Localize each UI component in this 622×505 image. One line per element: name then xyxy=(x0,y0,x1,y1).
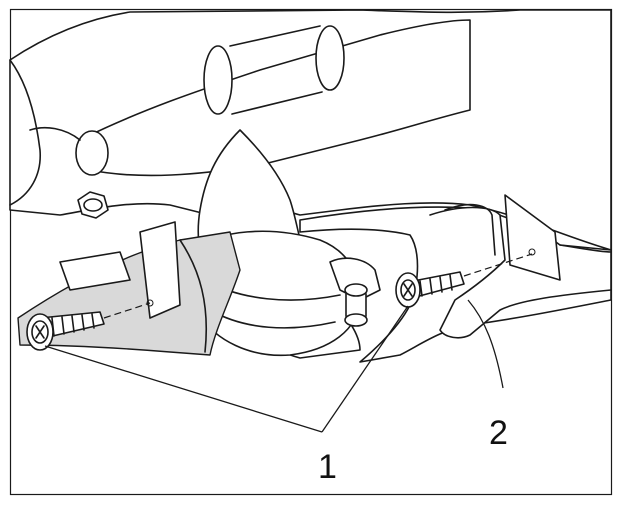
mounting-nut xyxy=(77,191,109,219)
screw-left xyxy=(26,299,154,351)
callout-2: 2 xyxy=(489,414,508,452)
callout-1: 1 xyxy=(318,448,337,486)
leader-line-1b xyxy=(321,305,409,433)
vehicle-body xyxy=(9,9,612,251)
leader-line-1a xyxy=(44,345,323,433)
leader-line-2 xyxy=(467,299,504,389)
